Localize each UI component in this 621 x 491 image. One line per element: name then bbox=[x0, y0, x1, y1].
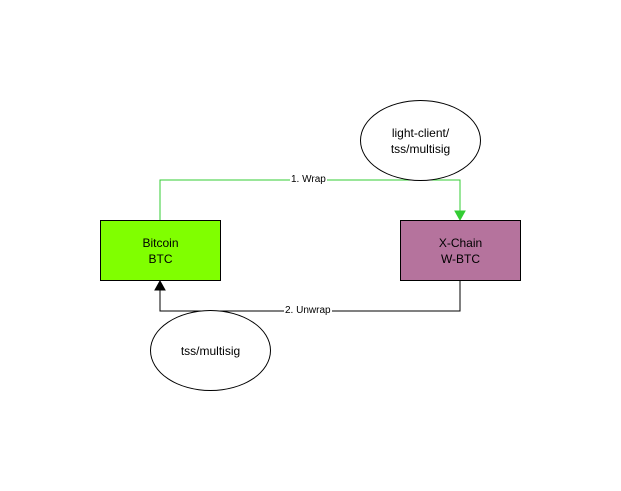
xchain-node-subtitle: W-BTC bbox=[440, 251, 481, 266]
light-client-ellipse: light-client/ tss/multisig bbox=[360, 100, 481, 181]
light-client-ellipse-line1: light-client/ bbox=[391, 125, 450, 140]
xchain-node-title: X-Chain bbox=[438, 235, 483, 250]
wrap-edge-arrowhead bbox=[454, 210, 466, 222]
bitcoin-node-title: Bitcoin bbox=[142, 235, 179, 250]
unwrap-edge-label: 2. Unwrap bbox=[284, 305, 332, 317]
tss-ellipse: tss/multisig bbox=[150, 310, 271, 391]
tss-ellipse-label: tss/multisig bbox=[180, 343, 241, 358]
light-client-ellipse-line2: tss/multisig bbox=[390, 141, 451, 156]
unwrap-edge-arrowhead bbox=[154, 279, 166, 291]
wrap-edge-label: 1. Wrap bbox=[290, 174, 327, 186]
wrap-edge bbox=[159, 179, 461, 220]
xchain-node: X-Chain W-BTC bbox=[400, 220, 521, 281]
bitcoin-node-subtitle: BTC bbox=[148, 251, 173, 266]
bitcoin-node: Bitcoin BTC bbox=[100, 220, 221, 281]
